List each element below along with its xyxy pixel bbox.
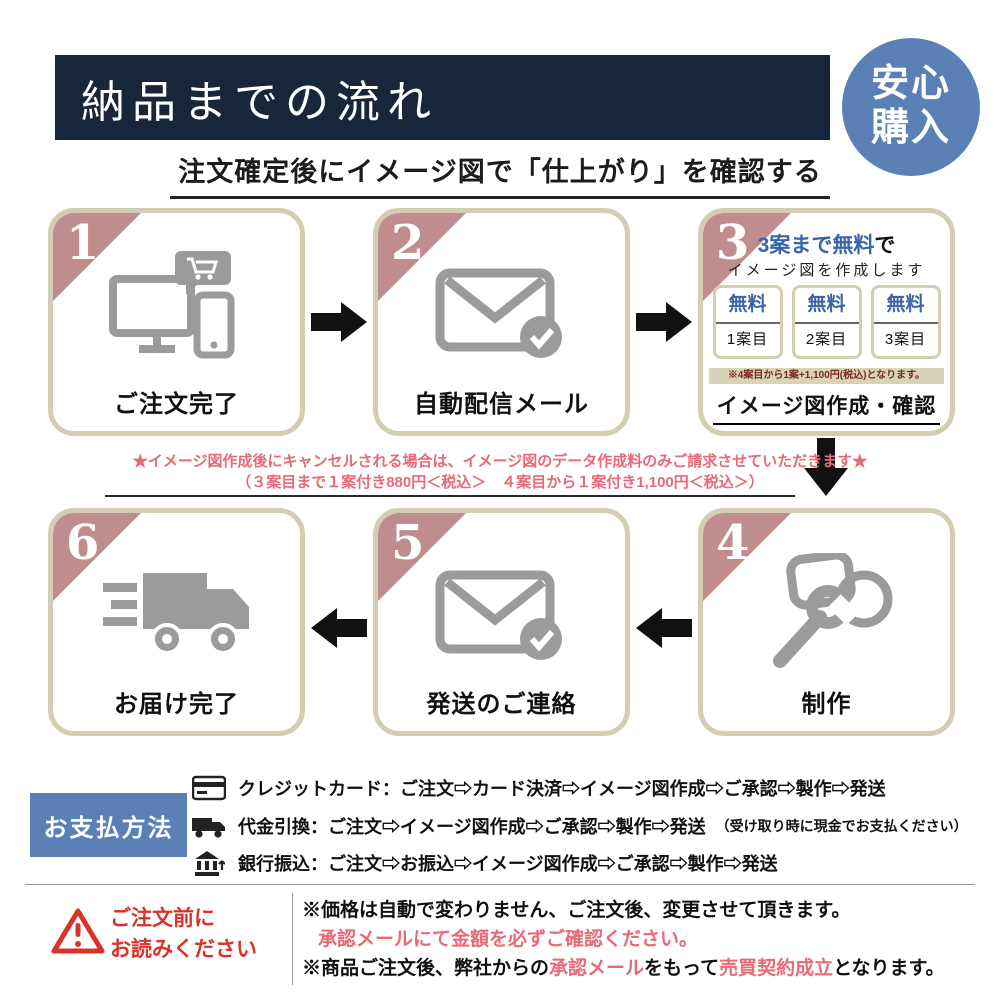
plan-free-label: 無料	[715, 288, 780, 324]
plan-extra-fee-note: ※4案目から1案+1,100円(税込)となります。	[709, 368, 944, 384]
badge-line2: 購入	[870, 107, 951, 149]
step-number: 2	[391, 215, 425, 271]
payment-method-bank: 銀行振込：ご注文⇨お振込⇨イメージ図作成⇨ご承認⇨製作⇨発送	[190, 845, 778, 881]
free-plans-subtext: イメージ図を作成します	[727, 262, 926, 279]
step-number: 1	[66, 215, 100, 271]
plan-name: 2案目	[805, 331, 848, 348]
arrow-right-icon	[636, 300, 692, 344]
bank-icon	[190, 849, 228, 878]
cancel-policy-note: ★イメージ図作成後にキャンセルされる場合は、イメージ図のデータ作成料のみご請求さ…	[0, 451, 1000, 493]
payment-method-credit: クレジットカード：ご注文⇨カード決済⇨イメージ図作成⇨ご承認⇨製作⇨発送	[190, 770, 886, 806]
step-label: イメージ図作成・確認	[712, 390, 941, 425]
plan-free-label: 無料	[794, 288, 859, 324]
plan-name: 1案目	[726, 331, 769, 348]
email-check-icon	[378, 563, 625, 665]
step-number: 4	[716, 515, 750, 571]
step-card-4: 4 制作	[698, 508, 955, 736]
step-number: 3	[716, 215, 750, 271]
step-ribbon	[53, 213, 141, 301]
step-card-3: 3 3案まで無料で イメージ図を作成します 無料 1案目 無料 2案目 無料 3…	[698, 208, 955, 436]
step-ribbon	[703, 513, 791, 601]
plan-free-label: 無料	[873, 288, 938, 324]
step-label: ご注文完了	[114, 391, 239, 418]
step-card-6: 6 お届け完了	[48, 508, 305, 736]
cancel-policy-line2: （３案目まで１案付き880円＜税込＞ ４案目から１案付き1,100円＜税込＞）	[236, 474, 764, 491]
section-divider	[25, 884, 975, 885]
free-plans-heading-blue: 3案まで無料	[757, 234, 875, 257]
plan-name: 3案目	[884, 331, 927, 348]
notice-lines: ※価格は自動で変わりません、ご注文後、変更させて頂きます。 承認メールにて金額を…	[302, 896, 945, 983]
notice-line3-highlight1: 承認メール	[549, 958, 645, 979]
notice-line3-end: となります。	[833, 958, 945, 979]
notice-title-line2: お読みください	[110, 938, 257, 961]
notice-title: ご注文前に お読みください	[110, 903, 257, 965]
free-plan-boxes: 無料 1案目 無料 2案目 無料 3案目	[703, 285, 950, 359]
arrow-right-icon	[311, 300, 367, 344]
step-card-1: 1 ご注文完了	[48, 208, 305, 436]
payment-flow-text: 銀行振込：ご注文⇨お振込⇨イメージ図作成⇨ご承認⇨製作⇨発送	[238, 854, 778, 874]
notice-divider	[292, 893, 293, 985]
cancel-note-underline	[105, 495, 795, 497]
production-tools-icon	[703, 553, 950, 673]
notice-line3: ※商品ご注文後、弊社からの承認メールをもって売買契約成立となります。	[302, 954, 945, 983]
step-label: 自動配信メール	[414, 391, 589, 418]
header-bar: 納品までの流れ	[55, 55, 830, 140]
step-number: 5	[391, 515, 425, 571]
step-card-5: 5 発送のご連絡	[373, 508, 630, 736]
step-label: 発送のご連絡	[426, 691, 577, 718]
arrow-left-icon	[311, 606, 367, 650]
subtitle: 注文確定後にイメージ図で「仕上がり」を確認する	[170, 150, 830, 199]
payment-flow-text: クレジットカード：ご注文⇨カード決済⇨イメージ図作成⇨ご承認⇨製作⇨発送	[238, 779, 886, 799]
notice-line3-mid: をもって	[644, 958, 720, 979]
page-title: 納品までの流れ	[81, 76, 438, 128]
payment-flow-text: 代金引換：ご注文⇨イメージ図作成⇨ご承認⇨製作⇨発送	[238, 817, 706, 837]
badge-line1: 安心	[870, 63, 951, 106]
email-check-icon	[378, 261, 625, 363]
notice-line3-highlight2: 売買契約成立	[719, 958, 834, 979]
credit-card-icon	[190, 775, 228, 801]
plan-box-2: 無料 2案目	[791, 285, 862, 359]
cancel-policy-line1: ★イメージ図作成後にキャンセルされる場合は、イメージ図のデータ作成料のみご請求さ…	[132, 453, 868, 470]
plan-box-1: 無料 1案目	[712, 285, 783, 359]
step-label-wrap: イメージ図作成・確認	[703, 390, 950, 425]
step-label: お届け完了	[114, 691, 239, 718]
payment-flow-note: （受け取り時に現金でお支払ください）	[715, 818, 968, 834]
cod-truck-icon	[190, 814, 228, 839]
payment-title: お支払方法	[30, 793, 187, 857]
notice-line1: ※価格は自動で変わりません、ご注文後、変更させて頂きます。	[302, 900, 851, 921]
order-devices-icon	[53, 249, 300, 367]
notice-title-line1: ご注文前に	[110, 907, 215, 930]
warning-icon	[50, 906, 106, 956]
arrow-left-icon	[636, 606, 692, 650]
step-label: 制作	[801, 691, 852, 718]
payment-method-cod: 代金引換：ご注文⇨イメージ図作成⇨ご承認⇨製作⇨発送 （受け取り時に現金でお支払…	[190, 808, 968, 844]
step-number: 6	[66, 515, 100, 571]
step-card-2: 2 自動配信メール	[373, 208, 630, 436]
free-plans-heading: 3案まで無料で	[703, 229, 950, 259]
secure-purchase-badge: 安心 購入	[842, 38, 980, 176]
notice-line3-pre: ※商品ご注文後、弊社からの	[302, 958, 550, 979]
subtitle-wrap: 注文確定後にイメージ図で「仕上がり」を確認する	[0, 150, 1000, 199]
notice-line2: 承認メールにて金額を必ずご確認ください。	[318, 929, 699, 950]
plan-box-3: 無料 3案目	[870, 285, 941, 359]
free-plans-heading-suffix: で	[874, 234, 896, 257]
arrow-down-icon	[803, 438, 849, 496]
truck-icon	[53, 565, 300, 663]
